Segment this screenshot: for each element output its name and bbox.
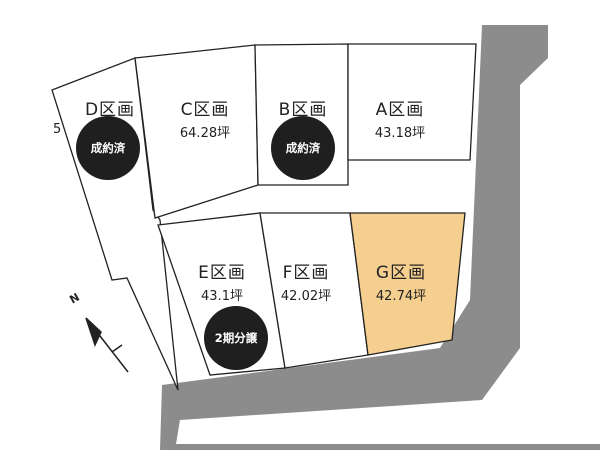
lot-d-name: D区画 bbox=[84, 100, 136, 120]
lot-d-label: D区画 5 bbox=[53, 95, 136, 137]
lot-b-status-badge: 成約済 bbox=[271, 116, 335, 180]
lot-c-name: C区画 bbox=[180, 100, 230, 120]
lot-c-label: C区画 64.28坪 bbox=[180, 95, 230, 141]
lot-a-shape bbox=[347, 43, 477, 161]
lot-d-area: 5 bbox=[52, 122, 62, 137]
lot-d-status-badge: 成約済 bbox=[76, 116, 140, 180]
lot-a-label: A区画 43.18坪 bbox=[375, 95, 425, 141]
lot-e-label: E区画 43.1坪 bbox=[198, 258, 246, 304]
lot-g-name: G区画 bbox=[375, 263, 427, 283]
lot-b-name: B区画 bbox=[278, 100, 328, 120]
lot-e-status-badge: 2期分譲 bbox=[204, 306, 268, 370]
lot-a-area: 43.18坪 bbox=[374, 126, 426, 141]
lot-f-label: F区画 42.02坪 bbox=[281, 258, 331, 304]
lot-c-area: 64.28坪 bbox=[179, 126, 231, 141]
road bbox=[160, 25, 600, 450]
lot-f-name: F区画 bbox=[282, 263, 330, 283]
lot-a-name: A区画 bbox=[375, 100, 425, 120]
lot-e-name: E区画 bbox=[198, 263, 246, 283]
lot-g-shape bbox=[349, 212, 466, 356]
lot-g-area: 42.74坪 bbox=[375, 289, 427, 304]
north-arrow-icon bbox=[85, 317, 129, 373]
lot-e-area: 43.1坪 bbox=[201, 289, 243, 304]
lot-f-area: 42.02坪 bbox=[280, 289, 332, 304]
lot-b-label: B区画 bbox=[279, 95, 328, 122]
lot-g-label: G区画 42.74坪 bbox=[376, 258, 426, 304]
